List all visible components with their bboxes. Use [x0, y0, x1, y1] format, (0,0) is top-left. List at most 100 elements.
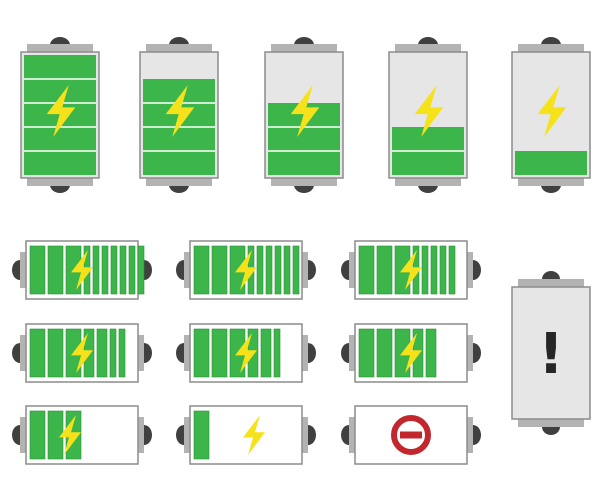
charge-bar: [47, 328, 64, 378]
charge-bar: [421, 245, 429, 295]
battery-body: [511, 286, 591, 420]
charge-bar: [376, 245, 393, 295]
charge-bar: [358, 245, 375, 295]
battery-vertical-alert-graphic: !: [511, 271, 591, 435]
battery-vertical-40-graphic: [388, 37, 468, 193]
right-cap: [465, 335, 473, 371]
charge-bar: [358, 328, 375, 378]
charge-bar: [109, 328, 117, 378]
charge-bar: [292, 245, 300, 295]
battery-horizontal-3-bars: [12, 405, 152, 465]
charge-bar: [29, 410, 46, 460]
lightning-bolt-icon: [59, 415, 81, 455]
right-cap: [300, 252, 308, 288]
charge-bar: [256, 245, 264, 295]
battery-vertical-20-graphic: [511, 37, 591, 193]
charge-bar: [430, 245, 438, 295]
top-cap: [271, 44, 337, 52]
battery-vertical-full: [20, 36, 100, 194]
charge-fill: [515, 151, 587, 175]
no-entry-bar: [400, 431, 422, 439]
left-cap: [184, 335, 192, 371]
right-cap: [300, 417, 308, 453]
lightning-bolt-icon: [400, 333, 422, 373]
right-cap: [136, 335, 144, 371]
charge-bar: [101, 245, 109, 295]
charge-bar: [128, 245, 136, 295]
lightning-bolt-icon: [414, 85, 444, 137]
battery-vertical-80: [139, 36, 219, 194]
left-cap: [349, 252, 357, 288]
exclamation-icon: !: [538, 322, 564, 387]
bottom-cap: [146, 178, 212, 186]
charge-bar: [211, 328, 228, 378]
charge-bar: [137, 245, 145, 295]
charge-bar: [425, 328, 437, 378]
battery-horizontal-9-bars-graphic: [176, 240, 316, 300]
battery-horizontal-9-bars: [176, 240, 316, 300]
right-cap: [465, 417, 473, 453]
battery-horizontal-10-bars: [12, 240, 152, 300]
lightning-bolt-icon: [243, 415, 265, 455]
charge-bar: [265, 245, 273, 295]
lightning-bolt-icon: [235, 333, 257, 373]
lightning-bolt-icon: [235, 250, 257, 290]
top-cap: [146, 44, 212, 52]
charge-bar: [274, 245, 282, 295]
battery-vertical-40: [388, 36, 468, 194]
bottom-cap: [271, 178, 337, 186]
left-cap: [20, 335, 28, 371]
battery-horizontal-8-bars-graphic: [341, 240, 481, 300]
top-cap: [518, 44, 584, 52]
bottom-cap: [518, 178, 584, 186]
charge-bar: [29, 328, 46, 378]
right-cap: [136, 417, 144, 453]
battery-vertical-20: [511, 36, 591, 194]
lightning-bolt-icon: [46, 85, 76, 137]
charge-bar: [376, 328, 393, 378]
battery-vertical-alert: !: [511, 270, 591, 436]
charge-bar: [118, 328, 126, 378]
charge-bar: [92, 245, 100, 295]
battery-horizontal-5-bars-graphic: [341, 323, 481, 383]
battery-horizontal-empty: [341, 405, 481, 465]
left-cap: [349, 335, 357, 371]
left-cap: [349, 417, 357, 453]
left-cap: [184, 417, 192, 453]
charge-bar: [110, 245, 118, 295]
battery-horizontal-6-bars-graphic: [176, 323, 316, 383]
battery-horizontal-10-bars-graphic: [12, 240, 152, 300]
left-cap: [20, 417, 28, 453]
charge-bar: [260, 328, 272, 378]
battery-vertical-80-graphic: [139, 37, 219, 193]
battery-vertical-60: [264, 36, 344, 194]
lightning-bolt-icon: [71, 333, 93, 373]
bottom-cap: [395, 178, 461, 186]
no-entry-icon: [391, 415, 431, 455]
left-cap: [20, 252, 28, 288]
right-cap: [465, 252, 473, 288]
battery-horizontal-8-bars: [341, 240, 481, 300]
charge-bar: [47, 410, 64, 460]
top-cap: [395, 44, 461, 52]
lightning-bolt-icon: [165, 85, 195, 137]
battery-horizontal-empty-graphic: [341, 405, 481, 465]
charge-bar: [283, 245, 291, 295]
bottom-cap: [27, 178, 93, 186]
charge-bar: [193, 245, 210, 295]
charge-bar: [211, 245, 228, 295]
charge-bar: [448, 245, 456, 295]
charge-bar: [47, 245, 64, 295]
battery-vertical-60-graphic: [264, 37, 344, 193]
battery-horizontal-5-bars: [341, 323, 481, 383]
battery-horizontal-1-bar-graphic: [176, 405, 316, 465]
charge-bar: [193, 410, 210, 460]
charge-bar: [193, 328, 210, 378]
charge-bar: [96, 328, 108, 378]
left-cap: [184, 252, 192, 288]
battery-horizontal-3-bars-graphic: [12, 405, 152, 465]
lightning-bolt-icon: [400, 250, 422, 290]
battery-horizontal-7-bars-graphic: [12, 323, 152, 383]
top-cap: [518, 279, 584, 287]
